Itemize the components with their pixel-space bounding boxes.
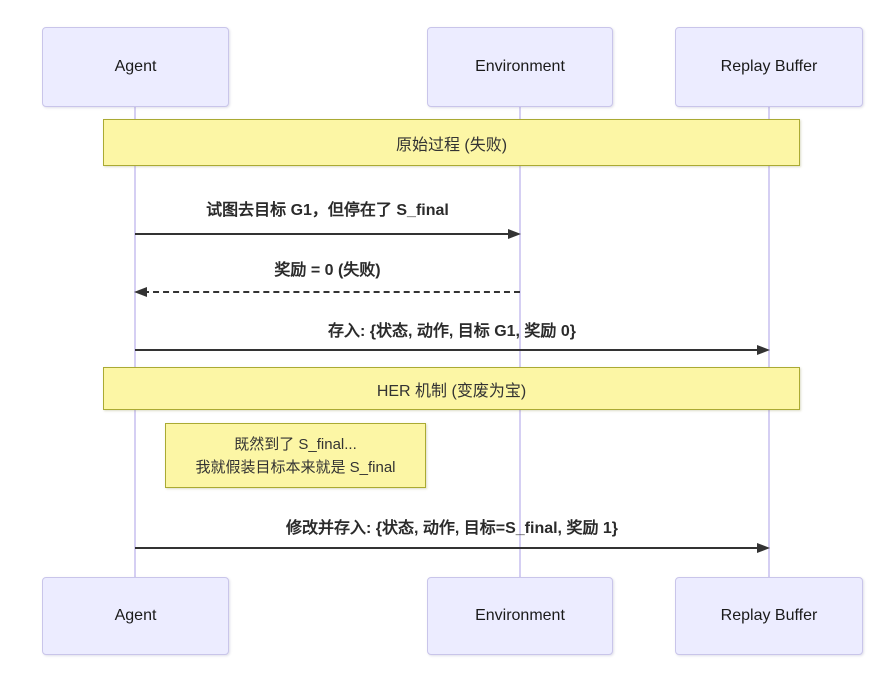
- arrowhead-right-icon: [508, 229, 521, 239]
- arrowhead-right-icon: [757, 543, 770, 553]
- message-label-try-goal: 试图去目标 G1，但停在了 S_final: [206, 202, 449, 219]
- actor-environment-top: Environment: [427, 27, 613, 107]
- actor-agent-top: Agent: [42, 27, 229, 107]
- lifeline-agent: [134, 107, 136, 577]
- actor-agent-label: Agent: [114, 607, 157, 624]
- actor-replay-buffer-top: Replay Buffer: [675, 27, 863, 107]
- note-line-1: 既然到了 S_final...: [234, 435, 357, 453]
- actor-environment-label: Environment: [475, 607, 565, 624]
- actor-agent-bottom: Agent: [42, 577, 229, 655]
- actor-agent-label: Agent: [114, 58, 157, 75]
- actor-replay-buffer-label: Replay Buffer: [720, 58, 818, 75]
- arrow-shaft: [135, 547, 761, 549]
- actor-environment-label: Environment: [475, 58, 565, 75]
- arrow-shaft: [135, 233, 512, 235]
- arrowhead-left-icon: [134, 287, 147, 297]
- message-label-store-original: 存入: {状态, 动作, 目标 G1, 奖励 0}: [327, 323, 577, 340]
- note-box-relabel: 既然到了 S_final... 我就假装目标本来就是 S_final: [165, 423, 426, 488]
- message-label-reward-zero: 奖励 = 0 (失败): [274, 262, 381, 279]
- lifeline-environment: [519, 107, 521, 577]
- message-arrow-environment-to-agent: [134, 287, 520, 297]
- section-note-original-process: 原始过程 (失败): [103, 119, 800, 166]
- arrowhead-right-icon: [757, 345, 770, 355]
- message-label-store-relabeled: 修改并存入: {状态, 动作, 目标=S_final, 奖励 1}: [285, 520, 619, 537]
- section-note-her-mechanism: HER 机制 (变废为宝): [103, 367, 800, 410]
- message-arrow-agent-to-replay-buffer-relabeled: [135, 543, 770, 553]
- note-line-2: 我就假装目标本来就是 S_final: [195, 458, 396, 476]
- section-note-label: HER 机制 (变废为宝): [376, 382, 527, 400]
- actor-environment-bottom: Environment: [427, 577, 613, 655]
- actor-replay-buffer-bottom: Replay Buffer: [675, 577, 863, 655]
- arrow-shaft: [143, 291, 520, 293]
- arrow-shaft: [135, 349, 761, 351]
- lifeline-replay-buffer: [768, 107, 770, 577]
- message-arrow-agent-to-replay-buffer: [135, 345, 770, 355]
- actor-replay-buffer-label: Replay Buffer: [720, 607, 818, 624]
- section-note-label: 原始过程 (失败): [395, 136, 508, 154]
- message-arrow-agent-to-environment: [135, 229, 521, 239]
